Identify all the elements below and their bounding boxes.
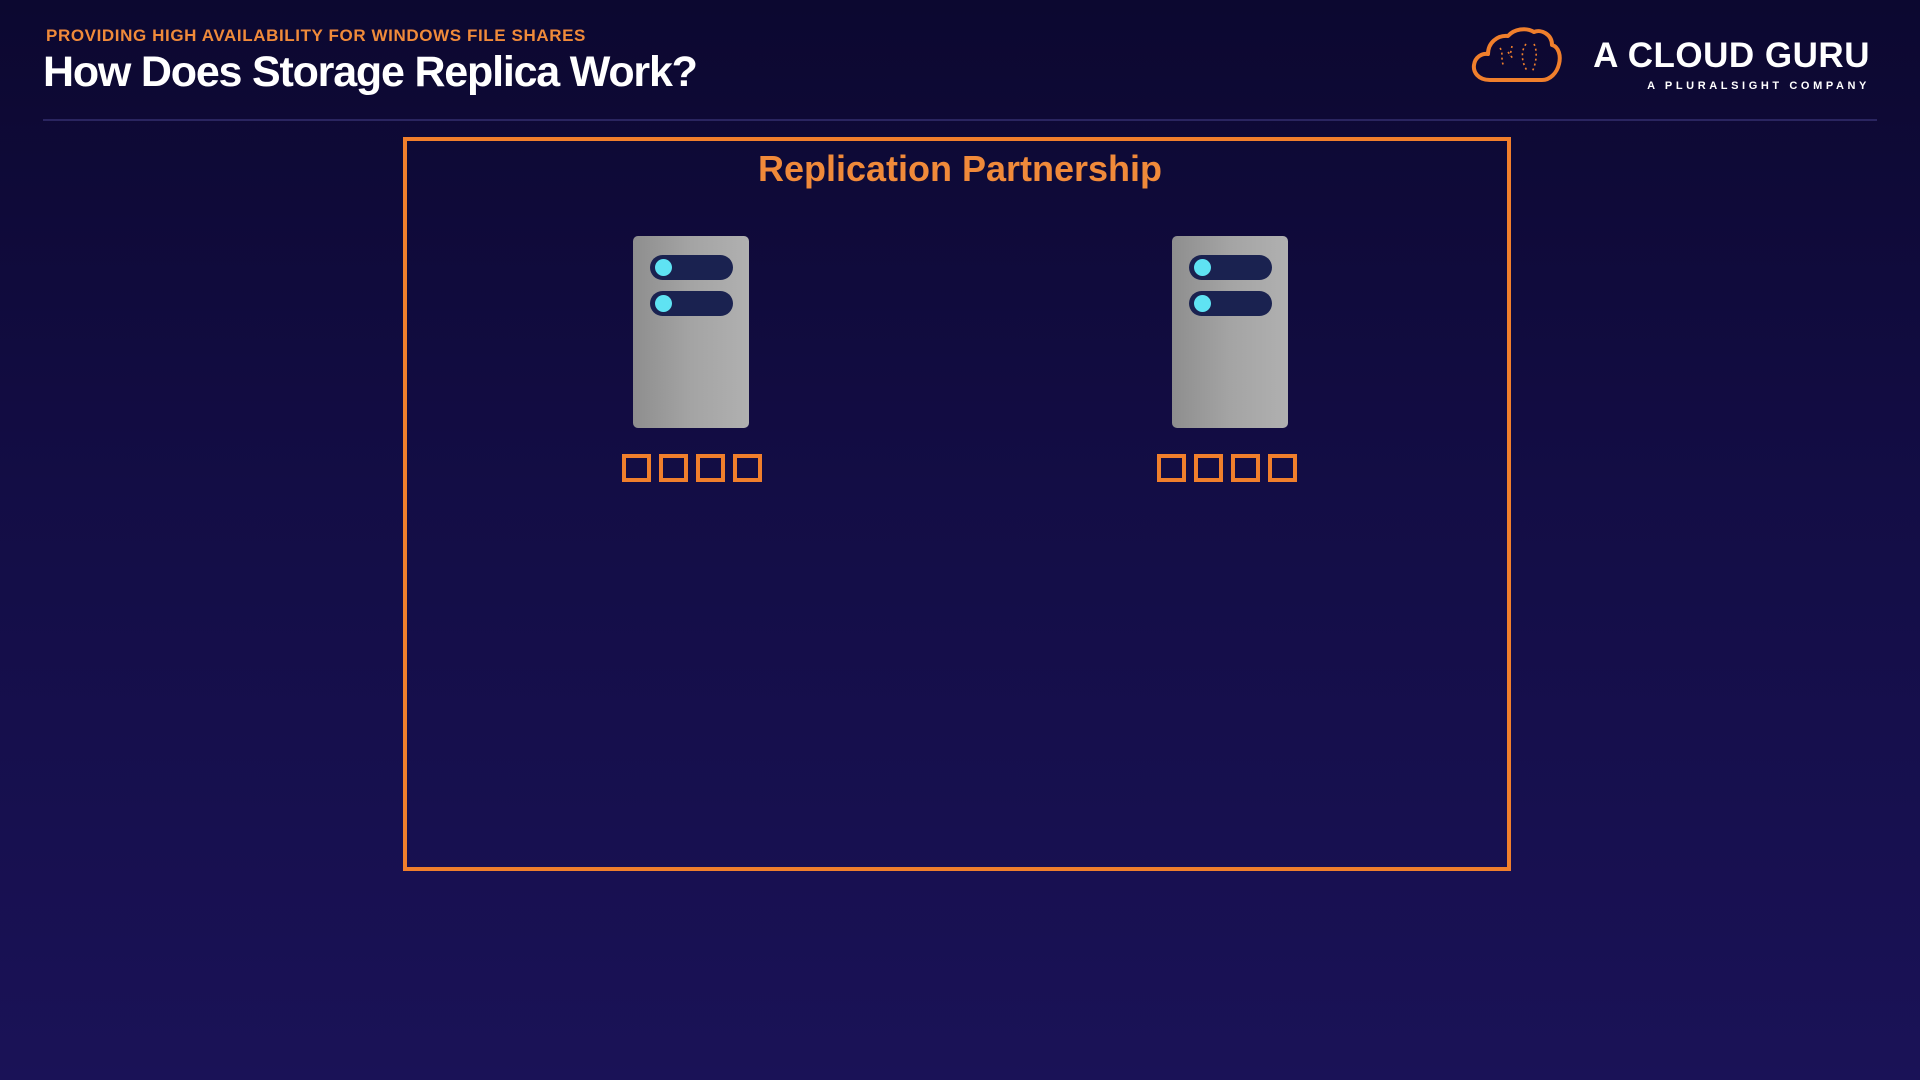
server-left-icon [633,236,749,428]
brand-name: A CLOUD GURU [1593,36,1870,75]
disk-icon [1231,454,1260,482]
drive-bay [650,291,733,316]
status-light [1194,295,1211,312]
disk-icon [1194,454,1223,482]
server-right-disks [1157,454,1297,482]
drive-bay [650,255,733,280]
status-light [1194,259,1211,276]
disk-icon [1268,454,1297,482]
disk-icon [622,454,651,482]
slide-subtitle: PROVIDING HIGH AVAILABILITY FOR WINDOWS … [46,26,586,45]
disk-icon [659,454,688,482]
slide-title: How Does Storage Replica Work? [43,48,698,96]
replication-partnership-title: Replication Partnership [757,148,1163,189]
brand-tagline: A PLURALSIGHT COMPANY [1647,80,1870,92]
server-right-icon [1172,236,1288,428]
disk-icon [1157,454,1186,482]
disk-icon [733,454,762,482]
status-light [655,295,672,312]
disk-icon [696,454,725,482]
replication-partnership-box [403,137,1511,871]
brand-logo: A CLOUD GURU A PLURALSIGHT COMPANY [1470,26,1870,96]
drive-bay [1189,255,1272,280]
cloud-icon [1471,27,1562,82]
header-divider [43,119,1877,121]
drive-bay [1189,291,1272,316]
status-light [655,259,672,276]
server-left-disks [622,454,762,482]
